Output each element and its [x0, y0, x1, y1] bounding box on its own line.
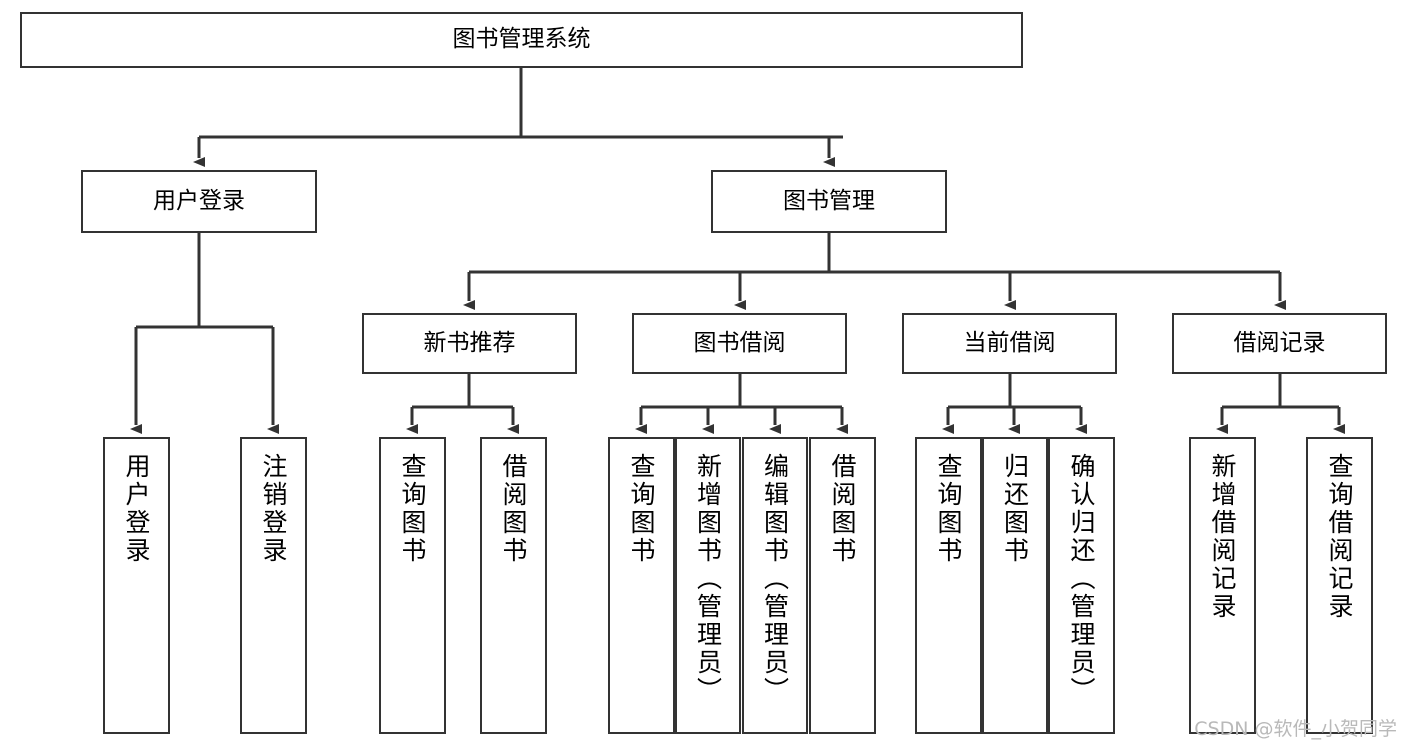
node-leaf-return-book[interactable]: 归还图书	[982, 437, 1048, 734]
node-leaf-query-book-2[interactable]: 查询图书	[608, 437, 675, 734]
node-leaf-query-record-label: 查询借阅记录	[1325, 453, 1354, 621]
csdn-watermark: CSDN @软件_小贺同学	[1194, 718, 1397, 740]
node-leaf-add-record[interactable]: 新增借阅记录	[1189, 437, 1256, 734]
node-leaf-add-book[interactable]: 新增图书（管理员）	[675, 437, 741, 734]
node-book-borrow-label: 图书借阅	[693, 329, 786, 356]
node-leaf-query-book-3[interactable]: 查询图书	[915, 437, 982, 734]
node-leaf-confirm-return[interactable]: 确认归还（管理员）	[1048, 437, 1115, 734]
node-borrow-record[interactable]: 借阅记录	[1172, 313, 1387, 374]
node-new-book-recommend[interactable]: 新书推荐	[362, 313, 577, 374]
node-leaf-query-book-2-label: 查询图书	[627, 453, 656, 565]
node-leaf-user-login[interactable]: 用户登录	[103, 437, 170, 734]
node-leaf-add-book-label: 新增图书（管理员）	[693, 453, 723, 705]
node-leaf-borrow-book-2[interactable]: 借阅图书	[809, 437, 876, 734]
node-new-book-recommend-label: 新书推荐	[423, 329, 516, 356]
node-leaf-user-login-label: 用户登录	[122, 453, 151, 565]
node-leaf-borrow-book-1-label: 借阅图书	[499, 453, 528, 565]
node-user-login[interactable]: 用户登录	[81, 170, 317, 233]
node-leaf-edit-book-label: 编辑图书（管理员）	[760, 453, 790, 705]
node-root-label: 图书管理系统	[452, 26, 591, 53]
node-book-manage-label: 图书管理	[783, 187, 875, 214]
node-leaf-query-book-1-label: 查询图书	[398, 453, 427, 565]
node-leaf-borrow-book-2-label: 借阅图书	[828, 453, 857, 565]
node-leaf-add-record-label: 新增借阅记录	[1208, 453, 1237, 621]
node-leaf-user-logout[interactable]: 注销登录	[240, 437, 307, 734]
node-leaf-edit-book[interactable]: 编辑图书（管理员）	[742, 437, 808, 734]
node-leaf-query-record[interactable]: 查询借阅记录	[1306, 437, 1373, 734]
node-user-login-label: 用户登录	[153, 187, 245, 214]
node-current-borrow-label: 当前借阅	[963, 329, 1056, 356]
node-leaf-user-logout-label: 注销登录	[259, 453, 288, 565]
node-leaf-confirm-return-label: 确认归还（管理员）	[1067, 453, 1096, 705]
node-current-borrow[interactable]: 当前借阅	[902, 313, 1117, 374]
node-leaf-return-book-label: 归还图书	[1000, 453, 1030, 565]
node-borrow-record-label: 借阅记录	[1233, 329, 1326, 356]
node-leaf-borrow-book-1[interactable]: 借阅图书	[480, 437, 547, 734]
node-book-manage[interactable]: 图书管理	[711, 170, 947, 233]
node-leaf-query-book-1[interactable]: 查询图书	[379, 437, 446, 734]
node-root[interactable]: 图书管理系统	[20, 12, 1023, 68]
node-book-borrow[interactable]: 图书借阅	[632, 313, 847, 374]
node-leaf-query-book-3-label: 查询图书	[934, 453, 963, 565]
